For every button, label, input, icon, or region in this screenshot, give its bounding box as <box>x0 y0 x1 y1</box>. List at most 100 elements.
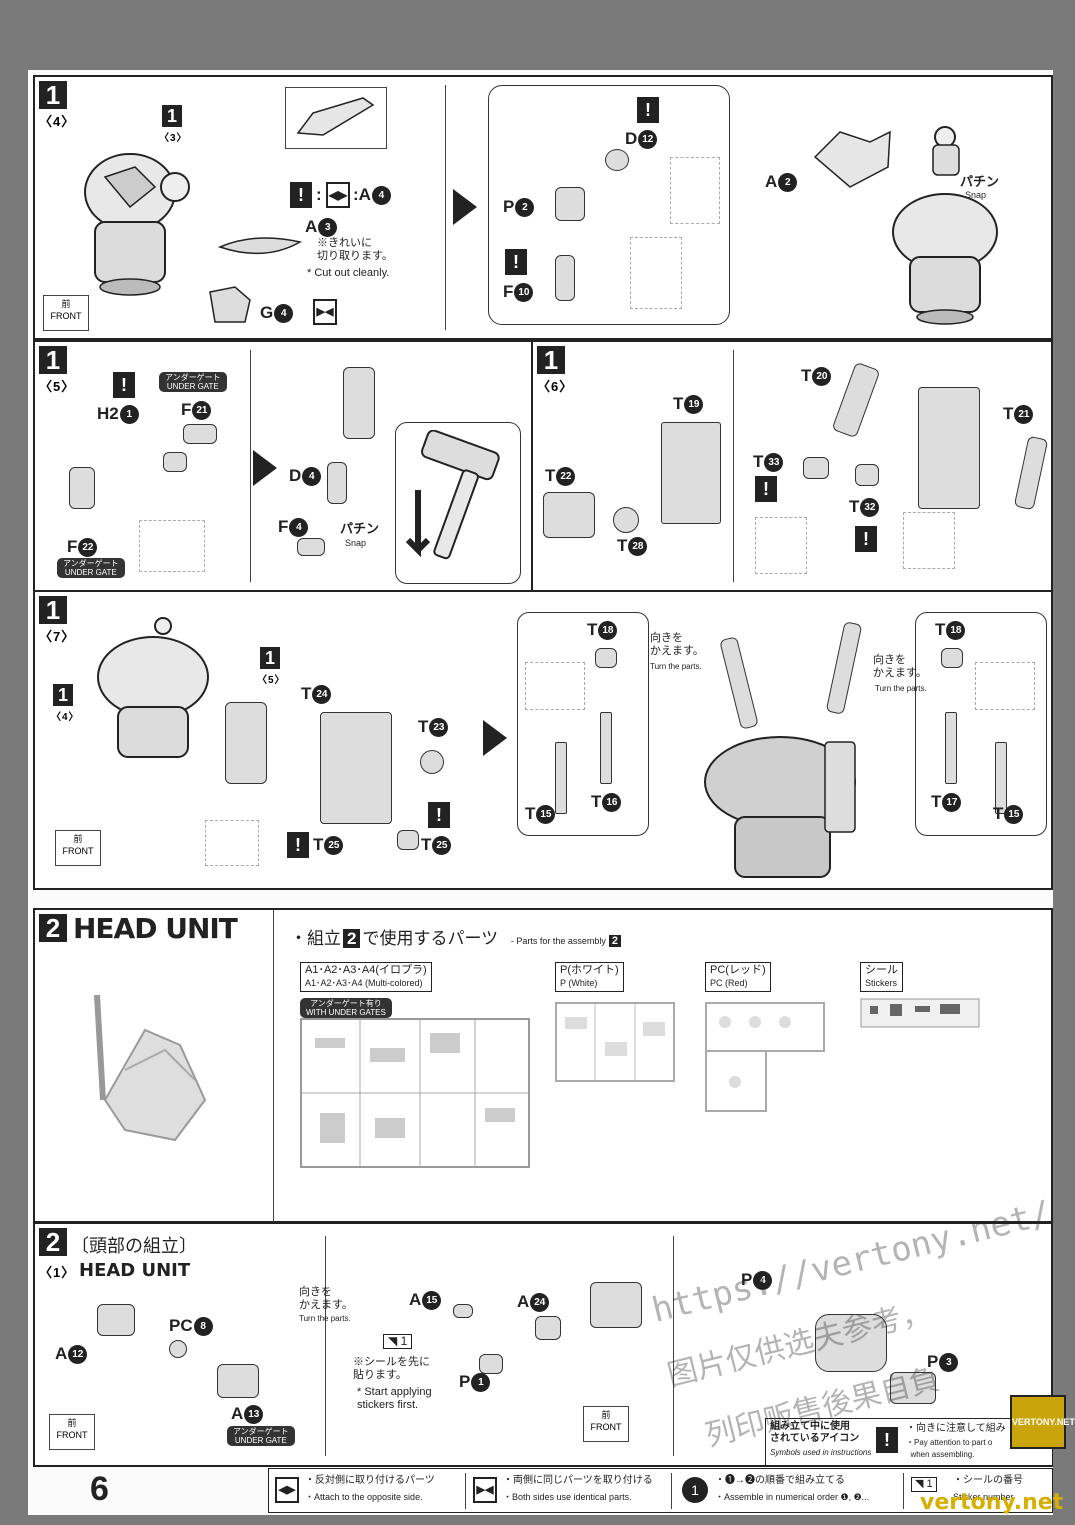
watermark-logo: VERTONY.NET <box>1010 1395 1075 1449</box>
detail-box <box>395 422 521 584</box>
sticker-en: Sticker number <box>953 1492 1014 1502</box>
warning-icon: ! <box>428 802 450 828</box>
pc8-part <box>169 1340 187 1358</box>
a3-part <box>217 237 303 255</box>
detail-box <box>630 237 682 309</box>
both-en: ・Both sides use identical parts. <box>503 1492 632 1502</box>
next-arrow <box>453 189 477 225</box>
sub-step-ref: 〈4〉 <box>51 712 80 723</box>
step-ref: 1 <box>260 647 280 669</box>
t19-part <box>661 422 721 524</box>
arm-subassembly <box>225 702 267 784</box>
sticker-ref: ◥ 1 <box>383 1334 413 1349</box>
runner-label-a: A1･A2･A3･A4(イロプラ)A1･A2･A3･A4 (Multi-colo… <box>300 962 432 992</box>
step-title: HEAD UNIT <box>73 912 238 945</box>
opposite-side-icon: ◀▶ <box>326 182 350 208</box>
sub-step-ref: 〈5〉 <box>257 675 286 686</box>
a13-part <box>217 1364 259 1398</box>
divider <box>673 1236 674 1456</box>
head-unit-illustration <box>94 994 207 1142</box>
sub-step-label: 〈4〉 <box>39 114 76 129</box>
t25-part <box>397 830 419 850</box>
divider <box>325 1236 326 1456</box>
head-subassembly <box>590 1282 642 1328</box>
icon-legend-box: 組み立て中に使用 されているアイコン Symbols used in instr… <box>765 1418 1053 1466</box>
both-jp: ・両側に同じパーツを取り付ける <box>503 1475 653 1486</box>
sub-step-label: 〈6〉 <box>537 379 574 394</box>
d12-part <box>605 149 629 171</box>
d4-part <box>327 462 347 504</box>
warning-icon: ! <box>755 476 777 502</box>
subassembly-box <box>488 85 730 325</box>
torso-illustration <box>84 153 190 296</box>
sub-step-label: 〈5〉 <box>39 379 76 394</box>
step-number: 1 <box>537 346 565 374</box>
warning-icon: ! <box>287 832 309 858</box>
detail-box <box>139 520 205 572</box>
beam-saber-right <box>825 621 863 715</box>
step-ref: 1 <box>53 684 73 706</box>
detail-box <box>975 662 1035 710</box>
step-title-en: HEAD UNIT <box>79 1260 191 1281</box>
torso-assembly <box>704 736 856 878</box>
t23-part <box>420 750 444 774</box>
turn-note-jp: 向きを かえます。 <box>299 1286 353 1311</box>
d4-upper-part <box>343 367 375 439</box>
icons-legend-en: Symbols used in instructions <box>770 1448 872 1457</box>
next-arrow <box>253 450 277 486</box>
step-title-jp: 〔頭部の組立〕 <box>71 1236 197 1256</box>
opposite-en: ・Attach to the opposite side. <box>305 1492 423 1502</box>
t16-part <box>600 712 612 784</box>
divider <box>445 85 446 330</box>
runner-a-sprue <box>300 1018 530 1168</box>
snap-label-jp: パチン <box>340 521 380 536</box>
runner-label-p: P(ホワイト)P (White) <box>555 962 624 992</box>
footer-legend: ◀▶ ・反対側に取り付けるパーツ ・Attach to the opposite… <box>268 1468 1053 1513</box>
sticker-note-jp: ※シールを先に 貼ります。 <box>353 1356 430 1381</box>
sub-step-label: 〈1〉 <box>39 1265 76 1280</box>
divider <box>903 1473 904 1509</box>
step-number: 1 <box>39 346 67 374</box>
warning-icon: ! <box>876 1427 898 1453</box>
g4-part <box>209 286 251 323</box>
a24-part <box>535 1316 561 1340</box>
detail-box <box>525 662 585 710</box>
sticker-note-en: * Start applying stickers first. <box>357 1386 432 1411</box>
divider <box>671 1473 672 1509</box>
both-sides-icon: ▶◀ <box>313 299 337 325</box>
order-icon: 1 <box>682 1477 708 1503</box>
t18-part <box>595 648 617 668</box>
hammer-detail <box>405 430 500 560</box>
t15-part <box>555 742 567 814</box>
sub-step-label: 〈7〉 <box>39 629 76 644</box>
attention-en: ・Pay attention to part o when assembling… <box>906 1438 993 1459</box>
torso-illustration-right <box>892 126 998 325</box>
divider <box>733 350 734 582</box>
sticker-ref: ◥ 1 <box>911 1477 937 1492</box>
divider <box>250 350 251 582</box>
